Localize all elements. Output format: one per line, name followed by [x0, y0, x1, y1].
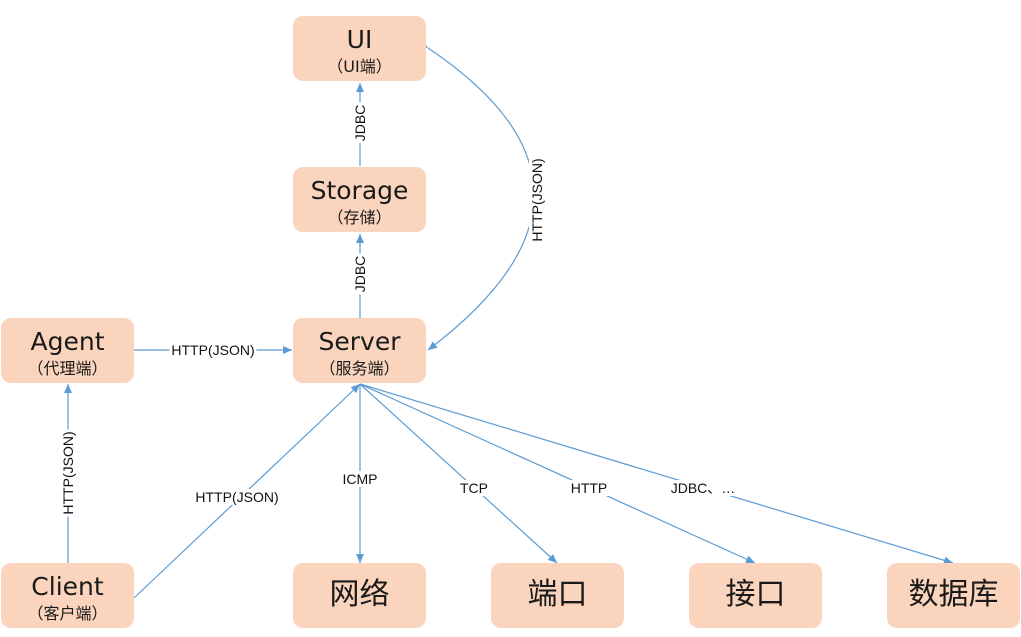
edge-label-client-server: HTTP(JSON): [193, 489, 281, 505]
edge-label-server-api: HTTP: [568, 480, 610, 496]
node-port: 端口: [491, 563, 624, 628]
node-storage-title: Storage: [310, 176, 409, 205]
node-agent: Agent （代理端）: [1, 318, 134, 383]
node-storage: Storage （存储）: [293, 167, 426, 232]
node-ui-subtitle: （UI端）: [327, 57, 392, 76]
node-network-title: 网络: [329, 577, 390, 612]
node-client-title: Client: [31, 572, 104, 601]
node-api: 接口: [689, 563, 822, 628]
edge-label-server-network: ICMP: [340, 471, 380, 487]
node-agent-subtitle: （代理端）: [27, 359, 108, 378]
edge-server-api: [359, 383, 756, 564]
edge-label-server-storage: JDBC: [352, 253, 368, 295]
node-ui-title: UI: [346, 25, 373, 54]
node-api-title: 接口: [725, 577, 786, 612]
node-database-title: 数据库: [908, 577, 999, 612]
node-server: Server （服务端）: [293, 318, 426, 383]
node-agent-title: Agent: [30, 327, 105, 356]
node-storage-subtitle: （存储）: [327, 208, 392, 227]
node-ui: UI （UI端）: [293, 16, 426, 81]
node-database: 数据库: [887, 563, 1020, 628]
node-server-subtitle: （服务端）: [319, 359, 400, 378]
edge-label-server-port: TCP: [458, 480, 490, 496]
node-server-title: Server: [318, 327, 401, 356]
node-client: Client （客户端）: [1, 563, 134, 628]
node-port-title: 端口: [527, 577, 588, 612]
edge-server-database: [359, 383, 954, 565]
edge-label-server-database: JDBC、…: [668, 480, 738, 496]
edge-server-port: [359, 383, 558, 564]
node-network: 网络: [293, 563, 426, 628]
edge-label-server-ui: HTTP(JSON): [529, 156, 545, 244]
edge-label-agent-server: HTTP(JSON): [169, 342, 257, 358]
edge-label-client-agent: HTTP(JSON): [60, 429, 76, 517]
node-client-subtitle: （客户端）: [27, 604, 108, 623]
edge-server-ui: [418, 39, 535, 351]
edge-label-storage-ui: JDBC: [352, 102, 368, 144]
